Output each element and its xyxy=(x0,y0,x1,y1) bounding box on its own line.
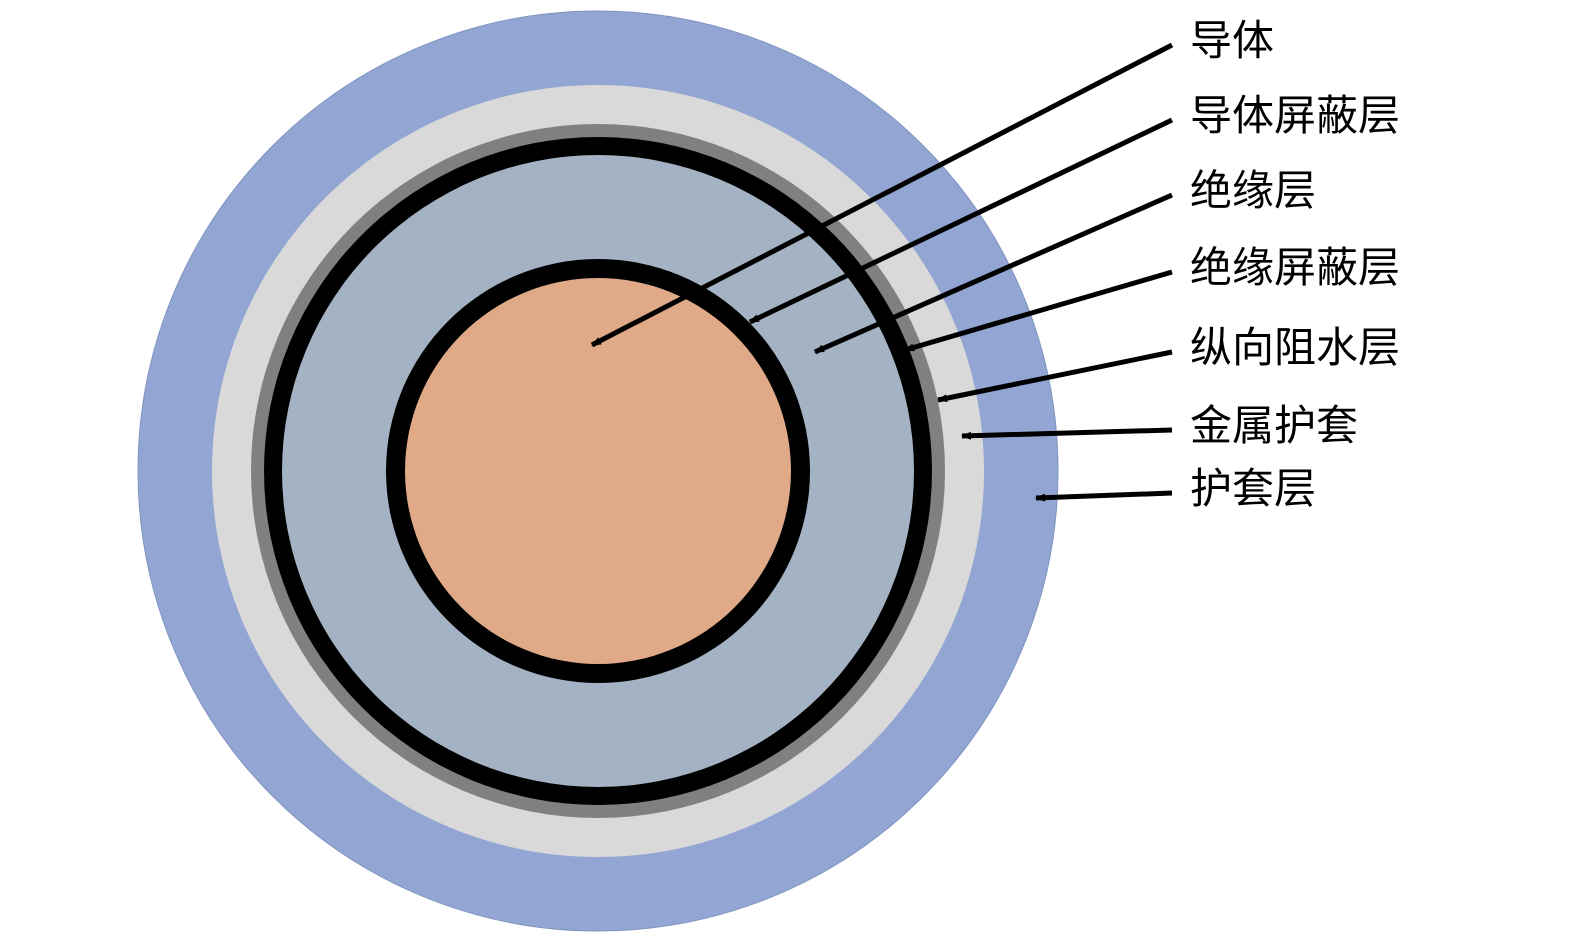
label-insulation: 绝缘层 xyxy=(1190,166,1317,215)
arrow-insulation-shield xyxy=(904,269,1173,353)
label-sheath: 护套层 xyxy=(1190,464,1317,513)
label-conductor-shield: 导体屏蔽层 xyxy=(1190,91,1401,140)
arrow-sheath xyxy=(1035,490,1173,502)
arrow-conductor xyxy=(590,42,1174,348)
arrow-conductor-shield xyxy=(748,117,1174,325)
arrow-metal-sheath xyxy=(961,427,1173,440)
conductor xyxy=(405,278,791,664)
arrow-insulation xyxy=(813,192,1174,355)
label-conductor: 导体 xyxy=(1190,16,1275,65)
label-water-blocking: 纵向阻水层 xyxy=(1190,323,1401,372)
label-insulation-shield: 绝缘屏蔽层 xyxy=(1190,243,1401,292)
arrow-water-blocking xyxy=(937,349,1173,403)
label-metal-sheath: 金属护套 xyxy=(1190,401,1359,450)
